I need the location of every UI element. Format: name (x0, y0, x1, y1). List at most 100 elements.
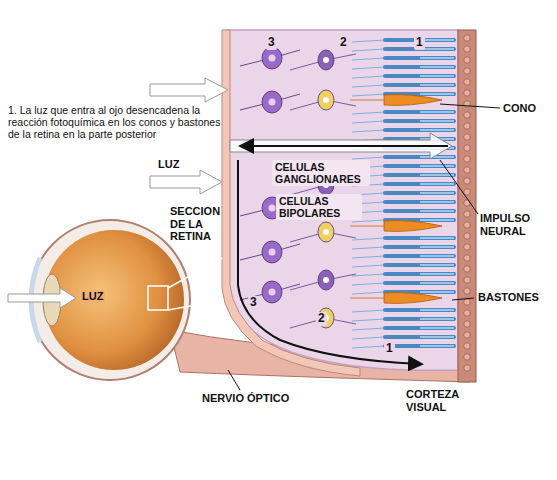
rod-outer-segment (420, 93, 454, 95)
nucleus (269, 249, 276, 256)
cone-fiber (350, 298, 385, 299)
pigment-cell (464, 112, 470, 118)
rod-outer-segment (420, 327, 454, 329)
rod-outer-segment (420, 309, 454, 311)
section-marker (148, 286, 168, 310)
ganglion-cell (262, 281, 282, 303)
rod-fiber (352, 121, 385, 123)
rod-outer-segment (420, 39, 454, 41)
rod-fiber (352, 328, 385, 330)
rod-fiber (352, 319, 385, 321)
part-label: CONO (503, 102, 536, 115)
rod-cell (385, 74, 454, 78)
part-label: NERVIO ÓPTICO (200, 392, 291, 405)
light-arrow (150, 78, 228, 102)
rod-outer-segment (420, 282, 454, 284)
rod-cell (385, 65, 454, 69)
leader-line (228, 370, 240, 390)
rod-outer-segment (420, 84, 454, 86)
bipolar-cell (318, 270, 334, 290)
pigment-layer (458, 30, 476, 382)
callout-number: 2 (316, 312, 327, 326)
rod-cell (385, 128, 454, 132)
rod-outer-segment (420, 210, 454, 212)
rod-cell (385, 209, 454, 213)
rod-outer-segment (420, 174, 454, 176)
part-label: LUZ (80, 290, 105, 303)
rod-cell (385, 83, 454, 87)
pigment-cell (464, 332, 470, 338)
nucleus (269, 99, 276, 106)
rod-fiber (352, 112, 385, 114)
rod-cell (385, 335, 454, 339)
leader-line (440, 104, 500, 108)
nucleus (269, 55, 276, 62)
rod-fiber (352, 67, 385, 69)
nucleus (323, 229, 329, 235)
rod-cell (385, 254, 454, 258)
retina-cells (240, 40, 454, 348)
rod-fiber (352, 85, 385, 87)
rod-cell (385, 236, 454, 240)
bipolar-cell (318, 222, 334, 242)
nucleus (323, 57, 329, 63)
bipolar-cell (318, 90, 334, 110)
light-path-arrow (230, 133, 452, 159)
rod-outer-segment (420, 156, 454, 158)
light-arrow (8, 288, 76, 308)
rod-cell (385, 200, 454, 204)
part-label: CELULAS GANGLIONARES (272, 160, 370, 186)
rod-fiber (352, 265, 385, 267)
pigment-cell (464, 35, 470, 41)
part-label: IMPULSO NEURAL (480, 212, 552, 237)
ganglion-cell (262, 47, 282, 69)
rod-cell (385, 110, 454, 114)
rod-fiber (352, 346, 385, 348)
rod-outer-segment (420, 129, 454, 131)
pigment-cell (464, 68, 470, 74)
rod-fiber (352, 40, 385, 42)
pigment-cell (464, 145, 470, 151)
rod-outer-segment (420, 345, 454, 347)
pigment-cell (464, 321, 470, 327)
rod-fiber (352, 310, 385, 312)
nucleus (269, 205, 276, 212)
rod-outer-segment (420, 201, 454, 203)
rod-cell (385, 281, 454, 285)
part-label: BASTONES (478, 291, 539, 304)
pigment-cell (464, 178, 470, 184)
callout-number: 1 (384, 342, 395, 356)
callout-number: 2 (338, 36, 349, 50)
rod-outer-segment (420, 66, 454, 68)
rod-outer-segment (420, 246, 454, 248)
pigment-cell (464, 123, 470, 129)
rod-outer-segment (420, 264, 454, 266)
rod-fiber (352, 130, 385, 132)
callout-number: 1 (414, 36, 425, 50)
rod-cell (385, 263, 454, 267)
cone-cell (384, 293, 442, 304)
rod-fiber (352, 49, 385, 51)
leader-line (440, 160, 478, 214)
pigment-cell (464, 46, 470, 52)
pigment-cell (464, 365, 470, 371)
rod-fiber (352, 220, 385, 222)
impulse-path (238, 160, 420, 364)
part-label: CORTEZA VISUAL (404, 388, 478, 413)
rod-outer-segment (420, 75, 454, 77)
part-label: CELULAS BIPOLARES (276, 194, 362, 220)
ganglion-cell (262, 91, 282, 113)
rod-fiber (352, 274, 385, 276)
rod-outer-segment (420, 336, 454, 338)
pigment-cell (464, 255, 470, 261)
rod-fiber (352, 256, 385, 258)
pigment-cell (464, 90, 470, 96)
pigment-cell (464, 277, 470, 283)
rod-outer-segment (420, 318, 454, 320)
rod-cell (385, 344, 454, 348)
rod-cell (385, 245, 454, 249)
rod-outer-segment (420, 273, 454, 275)
pigment-cell (464, 299, 470, 305)
rod-outer-segment (420, 111, 454, 113)
